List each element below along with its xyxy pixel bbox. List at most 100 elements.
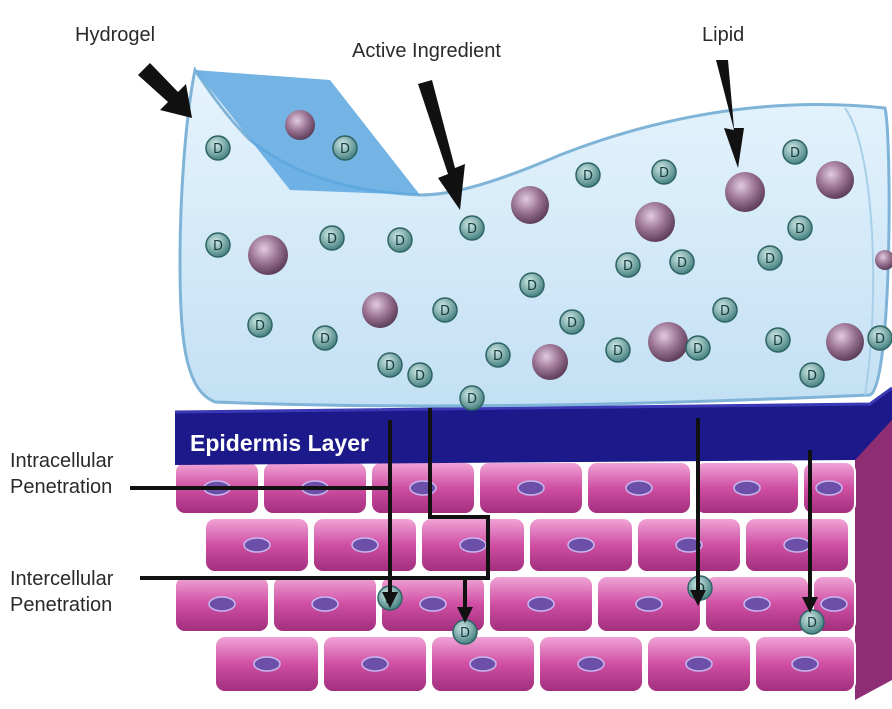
cell-nucleus (636, 597, 662, 611)
skin-cell (175, 576, 269, 632)
svg-text:D: D (340, 142, 350, 157)
skin-cell (323, 636, 427, 692)
skin-cell (587, 462, 691, 514)
lipid-particle (826, 323, 864, 361)
cell-nucleus (744, 597, 770, 611)
skin-cell (421, 518, 525, 572)
svg-text:D: D (583, 169, 593, 184)
cell-nucleus (244, 538, 270, 552)
svg-text:D: D (467, 392, 477, 407)
active-ingredient-particle: D (652, 160, 676, 184)
svg-text:D: D (255, 319, 265, 334)
active-ingredient-particle: D (433, 298, 457, 322)
svg-text:D: D (720, 304, 730, 319)
svg-text:D: D (493, 349, 503, 364)
lipid-particle (635, 202, 675, 242)
active-ingredient-particle: D (788, 216, 812, 240)
lipid-particle (511, 186, 549, 224)
active-ingredient-particle: D (333, 136, 357, 160)
cell-nucleus (352, 538, 378, 552)
svg-text:D: D (440, 304, 450, 319)
active-ingredient-particle: D (378, 353, 402, 377)
svg-text:D: D (613, 344, 623, 359)
lipid-particle (648, 322, 688, 362)
cell-nucleus (792, 657, 818, 671)
cell-nucleus (518, 481, 544, 495)
epidermis-label: Epidermis Layer (190, 430, 369, 457)
svg-text:D: D (765, 252, 775, 267)
lipid-particle (725, 172, 765, 212)
cell-nucleus (460, 538, 486, 552)
active-ingredient-particle: D (453, 620, 477, 644)
svg-text:D: D (807, 369, 817, 384)
active-ingredient-particle: D (313, 326, 337, 350)
skin-cell (431, 636, 535, 692)
cell-nucleus (568, 538, 594, 552)
active-ingredient-particle: D (460, 216, 484, 240)
active-ingredient-particle: D (460, 386, 484, 410)
cell-nucleus (821, 597, 847, 611)
active-ingredient-particle: D (616, 253, 640, 277)
active-ingredient-particle: D (783, 140, 807, 164)
skin-cell (647, 636, 751, 692)
svg-text:D: D (320, 332, 330, 347)
intracellular-label: Intracellular Penetration (10, 448, 140, 500)
skin-cell (755, 636, 855, 692)
cell-nucleus (578, 657, 604, 671)
active-ingredient-particle: D (868, 326, 892, 350)
active-ingredient-particle: D (408, 363, 432, 387)
svg-text:D: D (467, 222, 477, 237)
skin-cell (637, 518, 741, 572)
active-ingredient-particle: D (206, 233, 230, 257)
active-ingredient-label: Active Ingredient (352, 38, 501, 64)
svg-text:D: D (659, 166, 669, 181)
active-ingredient-particle: D (388, 228, 412, 252)
skin-cell (205, 518, 309, 572)
svg-text:D: D (795, 222, 805, 237)
cell-nucleus (470, 657, 496, 671)
intercellular-label: Intercellular Penetration (10, 566, 140, 618)
active-ingredient-particle: D (800, 363, 824, 387)
lipid-particle (248, 235, 288, 275)
active-ingredient-particle: D (758, 246, 782, 270)
active-ingredient-particle: D (560, 310, 584, 334)
cell-nucleus (734, 481, 760, 495)
active-ingredient-particle: D (248, 313, 272, 337)
svg-text:D: D (415, 369, 425, 384)
lipid-particle (285, 110, 315, 140)
active-ingredient-particle: D (606, 338, 630, 362)
active-ingredient-particle: D (713, 298, 737, 322)
skin-cell (529, 518, 633, 572)
svg-text:D: D (395, 234, 405, 249)
cell-nucleus (686, 657, 712, 671)
active-ingredient-particle: D (576, 163, 600, 187)
svg-text:D: D (385, 359, 395, 374)
lipid-particle (362, 292, 398, 328)
active-ingredient-particle: D (670, 250, 694, 274)
active-ingredient-particle: D (206, 136, 230, 160)
svg-text:D: D (327, 232, 337, 247)
cell-nucleus (410, 481, 436, 495)
active-ingredient-particle: D (766, 328, 790, 352)
lipid-particle (816, 161, 854, 199)
cell-nucleus (209, 597, 235, 611)
svg-text:D: D (460, 626, 470, 641)
cell-nucleus (362, 657, 388, 671)
active-ingredient-particle: D (320, 226, 344, 250)
svg-text:D: D (693, 342, 703, 357)
skin-cell (705, 576, 809, 632)
skin-cell (745, 518, 849, 572)
skin-side-face (855, 420, 892, 700)
cell-nucleus (420, 597, 446, 611)
cell-nucleus (254, 657, 280, 671)
lipid-particle (532, 344, 568, 380)
skin-cell (539, 636, 643, 692)
cell-nucleus (816, 481, 842, 495)
cell-nucleus (626, 481, 652, 495)
svg-text:D: D (623, 259, 633, 274)
skin-cell (273, 576, 377, 632)
cell-nucleus (528, 597, 554, 611)
skin-cell (479, 462, 583, 514)
svg-text:D: D (527, 279, 537, 294)
